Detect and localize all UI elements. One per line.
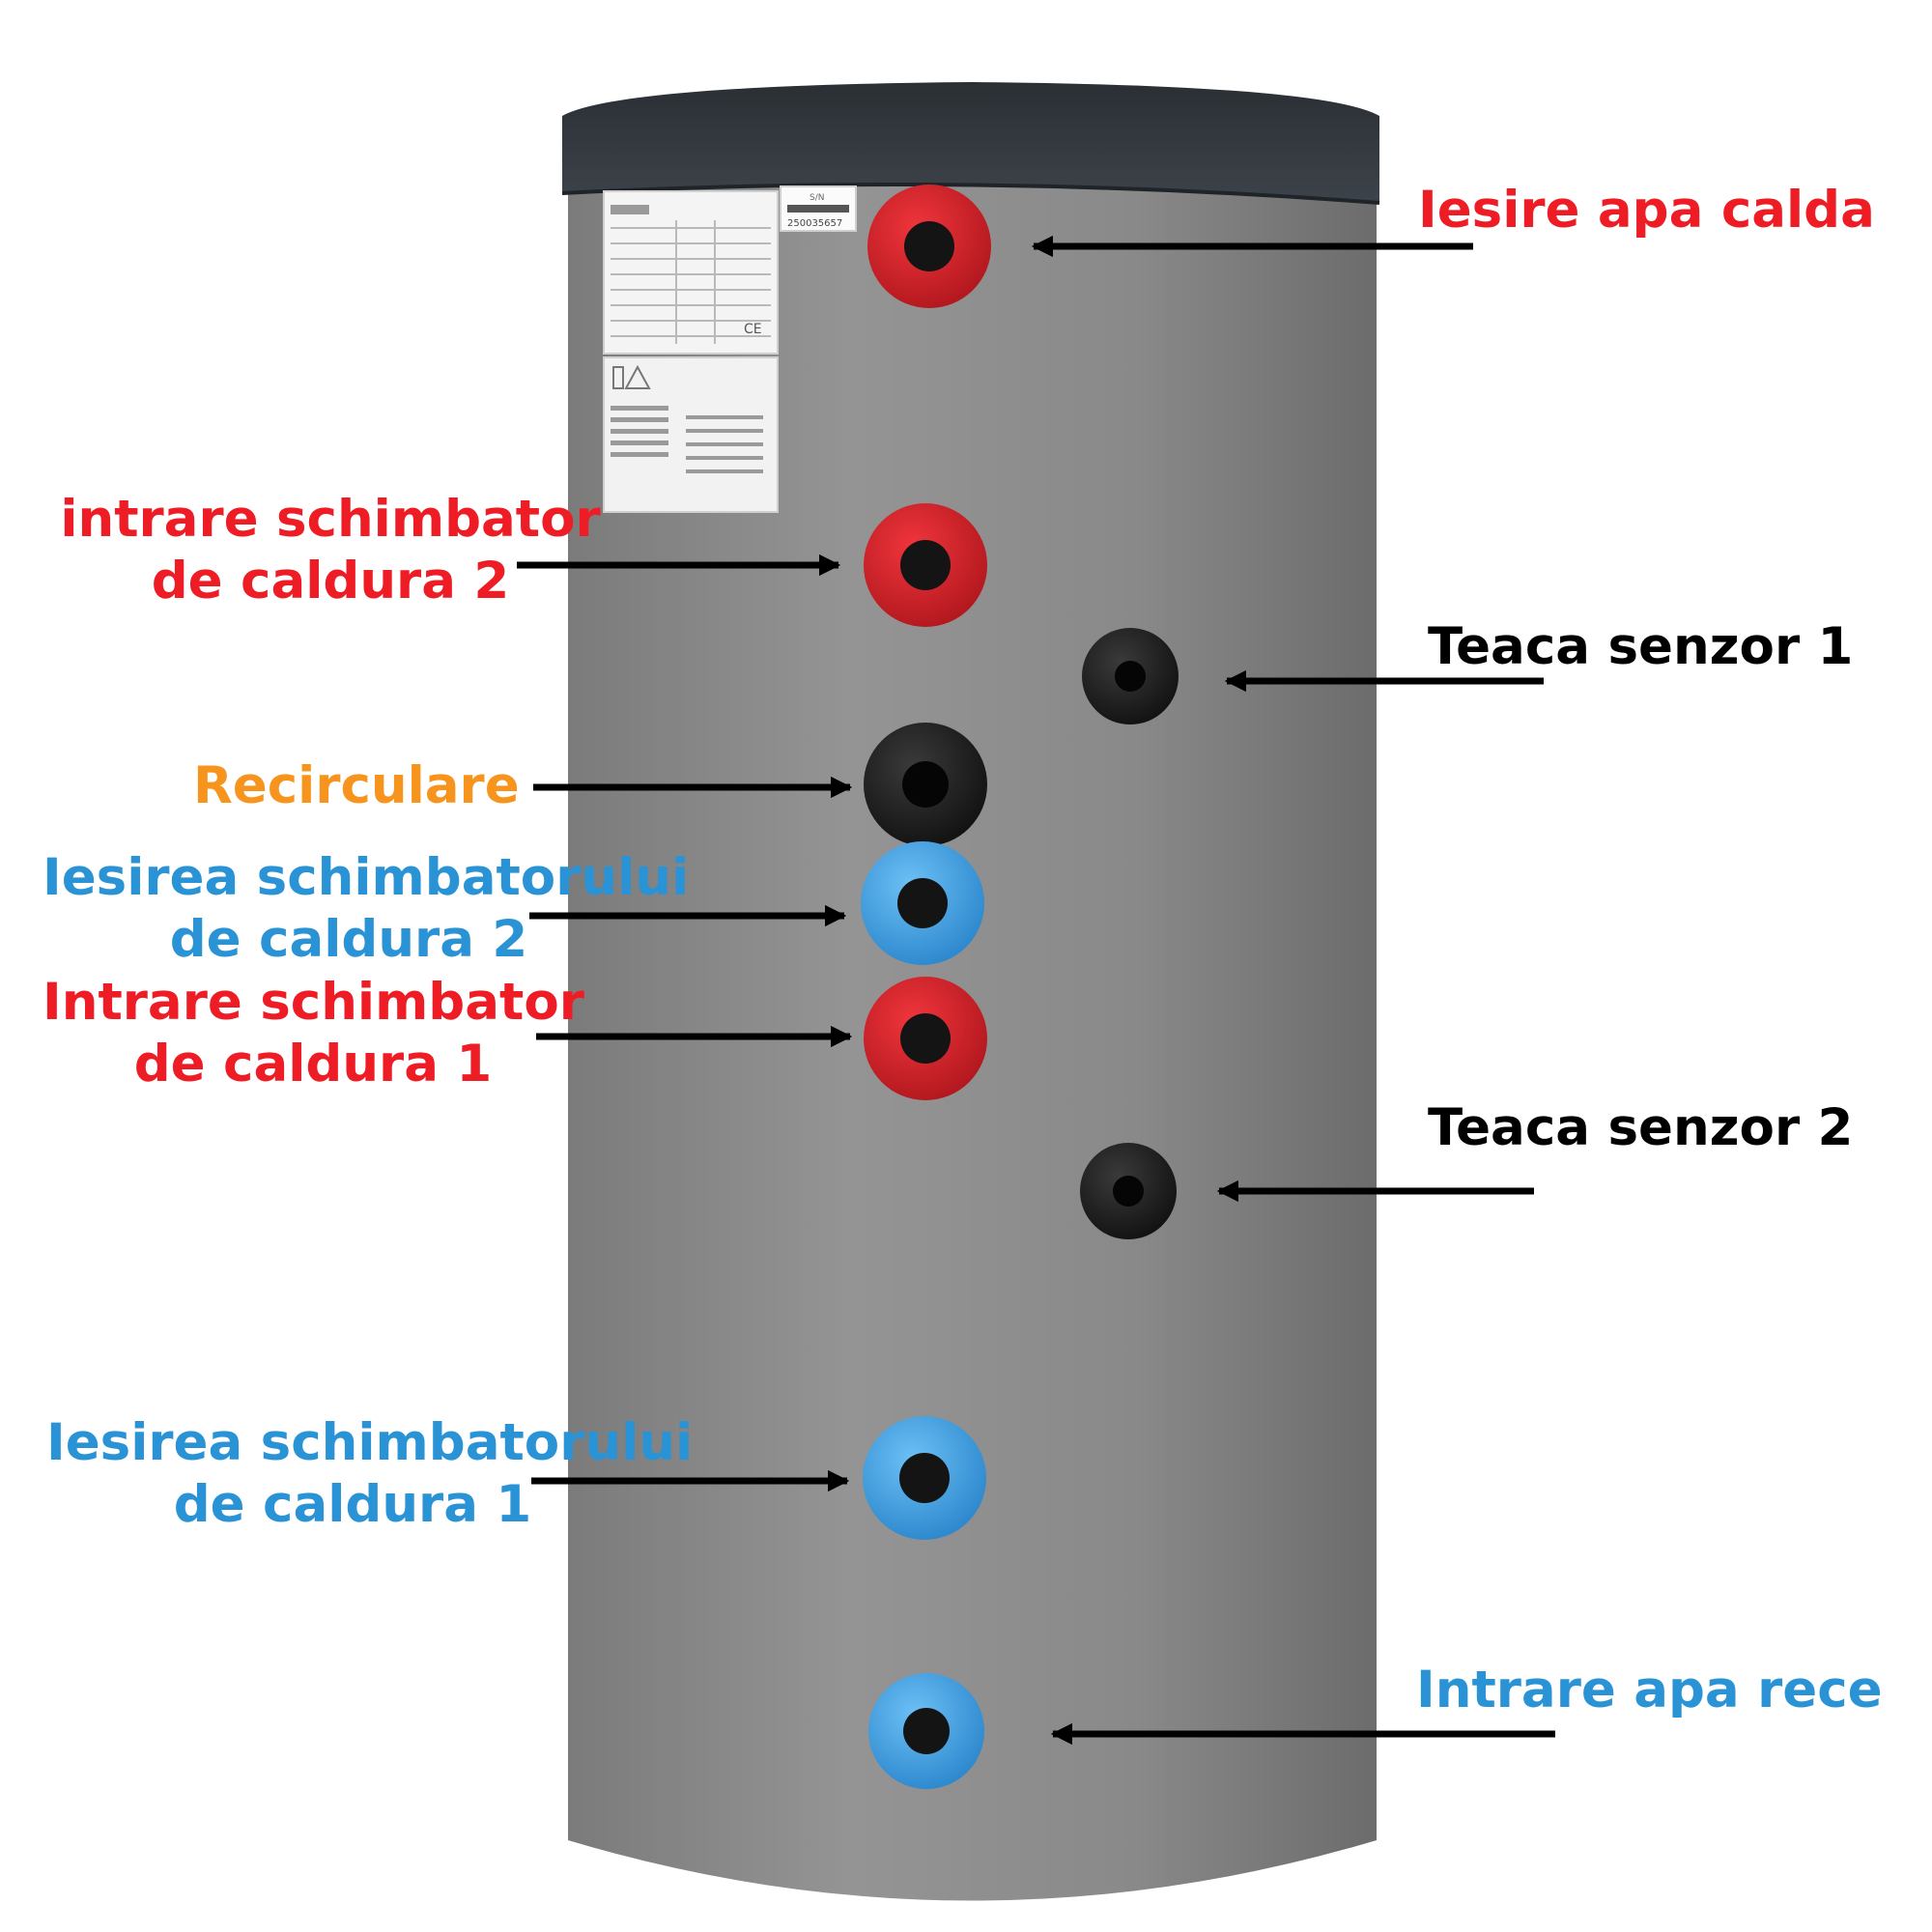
- label-hx2-out-line2: de caldura 2: [169, 909, 528, 969]
- port-sensor2: [1080, 1143, 1177, 1239]
- serial-title: S/N: [810, 193, 824, 203]
- port-recirculation: [864, 723, 987, 846]
- ce-mark: CE: [744, 322, 762, 337]
- port-hx2-out: [861, 841, 984, 965]
- label-hx1-in: Intrare schimbator de caldura 1: [43, 972, 584, 1094]
- label-hot-water-out: Iesire apa calda: [1418, 181, 1875, 240]
- serial-label: S/N 250035657: [780, 185, 857, 232]
- port-sensor1: [1082, 628, 1179, 724]
- port-hx1-out: [863, 1416, 986, 1540]
- port-cold-water-in: [868, 1673, 984, 1789]
- label-hx1-out-line1: Iesirea schimbatorului: [46, 1413, 694, 1472]
- label-hx1-in-line2: de caldura 1: [133, 1034, 493, 1094]
- port-hx2-in: [864, 503, 987, 627]
- label-hx2-out: Iesirea schimbatorului de caldura 2: [43, 847, 690, 970]
- label-hx1-out-line2: de caldura 1: [173, 1474, 532, 1534]
- serial-number: 250035657: [787, 218, 842, 229]
- tank-lid: [562, 82, 1379, 203]
- label-cold-water-in: Intrare apa rece: [1416, 1661, 1883, 1719]
- port-hx1-in: [864, 977, 987, 1100]
- safety-label: [603, 356, 779, 513]
- label-hx2-out-line1: Iesirea schimbatorului: [43, 848, 690, 907]
- label-hx2-in-line1: intrare schimbator: [60, 490, 601, 549]
- rating-plate: CE: [603, 190, 779, 355]
- label-recirculation: Recirculare: [193, 756, 520, 815]
- label-sensor2: Teaca senzor 2: [1428, 1098, 1854, 1157]
- label-hx2-in: intrare schimbator de caldura 2: [60, 489, 601, 611]
- label-sensor1: Teaca senzor 1: [1428, 617, 1854, 676]
- label-hx1-in-line1: Intrare schimbator: [43, 973, 584, 1032]
- warning-icon: [624, 364, 651, 389]
- port-hot-water-out: [867, 185, 991, 308]
- label-hx2-in-line2: de caldura 2: [151, 551, 510, 611]
- label-hx1-out: Iesirea schimbatorului de caldura 1: [46, 1412, 694, 1535]
